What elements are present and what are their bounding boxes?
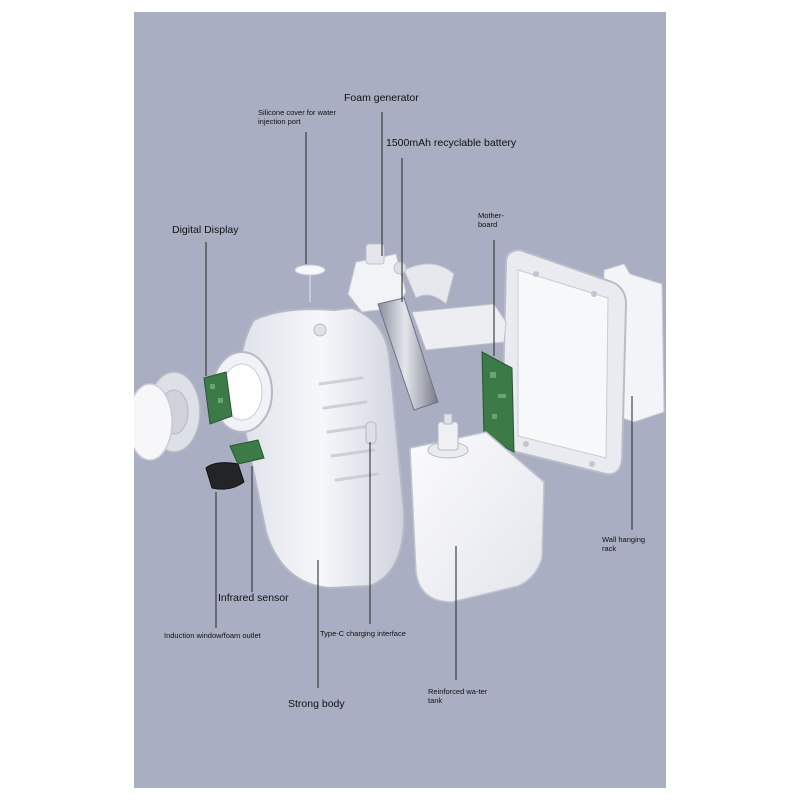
label-infrared-sensor: Infrared sensor: [218, 592, 289, 604]
label-strong-body: Strong body: [288, 698, 345, 710]
diagram-panel: Foam generator Silicone cover for water …: [134, 12, 666, 788]
label-water-tank: Reinforced wa-ter tank: [428, 687, 488, 705]
front-plates: [134, 371, 201, 461]
back-frame: [500, 248, 628, 476]
water-tank: [409, 413, 545, 603]
exploded-view-illustration: [134, 112, 665, 688]
label-battery: 1500mAh recyclable battery: [386, 137, 517, 149]
foam-generator: [347, 243, 407, 313]
infrared-sensor-part: [205, 439, 265, 490]
leader-lines: [205, 112, 633, 688]
label-induction-window: Induction window/foam outlet: [164, 631, 261, 640]
battery: [377, 297, 439, 411]
label-foam-generator: Foam generator: [344, 92, 419, 104]
label-type-c: Type-C charging interface: [320, 629, 406, 638]
bracket-arm: [403, 263, 507, 351]
main-body-shell: [211, 306, 406, 590]
label-motherboard: Mother-board: [478, 211, 504, 229]
label-wall-rack: Wall hanging rack: [602, 535, 646, 553]
motherboard-pcb: [481, 351, 515, 453]
display-pcb: [203, 371, 233, 425]
silicone-cover: [294, 264, 326, 302]
label-digital-display: Digital Display: [172, 224, 239, 236]
label-silicone-cover: Silicone cover for water injection port: [258, 108, 336, 126]
